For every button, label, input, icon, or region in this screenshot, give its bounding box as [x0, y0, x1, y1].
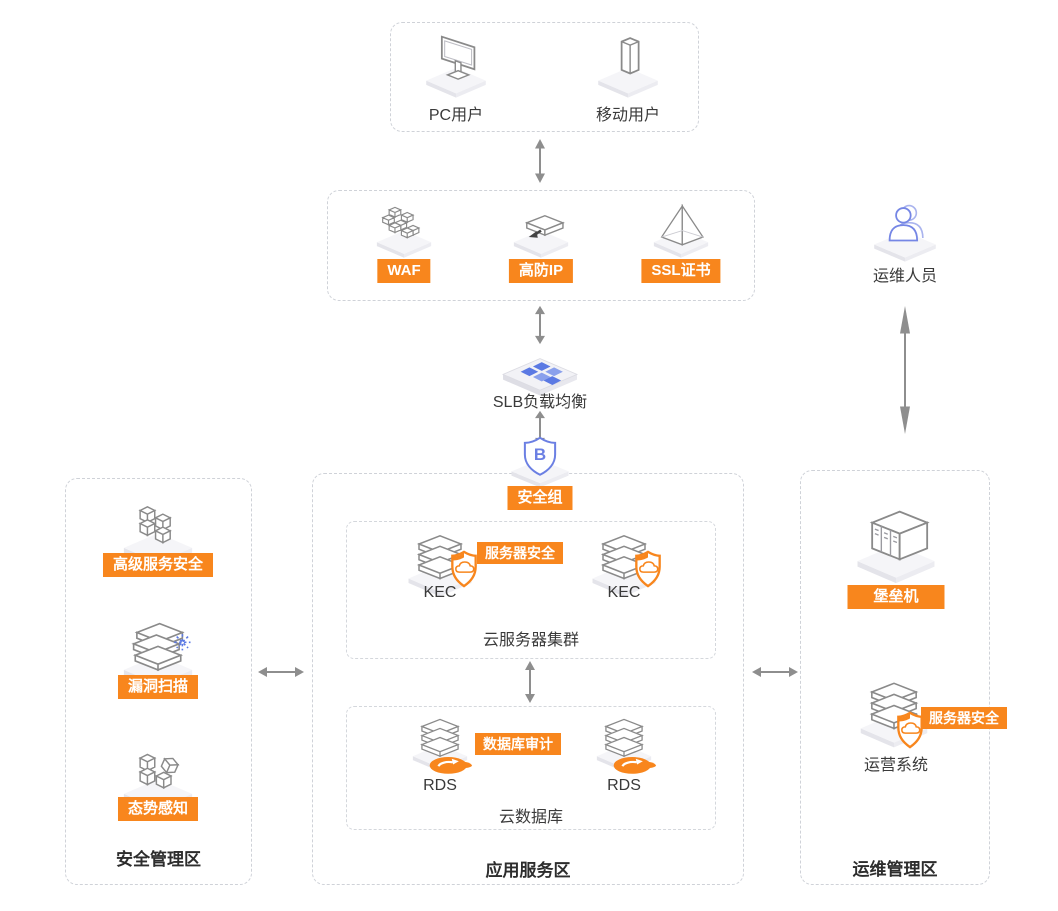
ops-zone-title: 运维管理区: [852, 860, 938, 879]
arrow-person-ops-zone: [897, 303, 913, 437]
arrow-cluster-db: [522, 660, 538, 704]
security-zone-title: 安全管理区: [116, 850, 201, 869]
server-security-shield-icon: [450, 548, 478, 590]
ops-zone: 堡垒机 服务器安全 运营系统 运维管理区: [800, 470, 1007, 885]
svg-text:B: B: [534, 445, 546, 464]
mobile-phone-icon: [586, 31, 670, 99]
arrow-app-ops: [751, 664, 799, 680]
security-group-icon-letter: B: [534, 445, 546, 464]
server-security-shield-icon: [634, 548, 662, 590]
pc-user-label: PC用户: [428, 107, 484, 124]
anti-ddos-icon: [499, 197, 583, 259]
server-security-shield-icon: [896, 709, 924, 751]
db-cluster-title: 云数据库: [498, 809, 563, 826]
ssl-cert-icon: [639, 197, 723, 259]
anti-ddos-label: 高防IP: [508, 259, 574, 283]
ops-system-label: 运营系统: [863, 757, 929, 774]
bastion-host-label: 堡垒机: [847, 585, 945, 609]
bastion-host-icon: [850, 497, 942, 585]
vuln-scan-label: 漏洞扫描: [117, 675, 199, 699]
security-zone: 高级服务安全 漏洞扫描 态势感知 安全管理区: [65, 478, 252, 885]
app-zone: 服务器安全 KEC KEC 云服务器集群 数据库审计 RDS RDS 云数据库 …: [312, 473, 744, 885]
ops-person-icon: [863, 204, 947, 264]
slb-label: SLB负载均衡: [492, 394, 588, 411]
arrow-security-app: [257, 664, 305, 680]
security-group-label: 安全组: [507, 486, 573, 510]
advanced-security-label: 高级服务安全: [102, 553, 214, 577]
rds-label: RDS: [423, 777, 457, 794]
ssl-cert-label: SSL证书: [641, 259, 721, 283]
arrow-edge-slb: [532, 305, 548, 345]
pc-icon: [414, 31, 498, 99]
kec-label: KEC: [423, 584, 457, 601]
ops-person-label: 运维人员: [872, 268, 938, 285]
situational-awareness-label: 态势感知: [117, 797, 199, 821]
mobile-user-label: 移动用户: [595, 107, 661, 124]
rds-label: RDS: [607, 777, 641, 794]
db-audit-badge: 数据库审计: [475, 733, 561, 755]
db-cluster-box: 数据库审计 RDS RDS 云数据库: [346, 706, 716, 830]
server-security-badge: 服务器安全: [477, 542, 563, 564]
waf-icon: [362, 197, 446, 259]
db-audit-disk-icon: [611, 753, 657, 776]
waf-label: WAF: [377, 259, 431, 283]
edge-protection-box: WAF 高防IP SSL证书: [327, 190, 755, 301]
server-cluster-box: 服务器安全 KEC KEC 云服务器集群: [346, 521, 716, 659]
db-audit-disk-icon: [427, 753, 473, 776]
users-box: PC用户 移动用户: [390, 22, 699, 132]
app-zone-title: 应用服务区: [485, 861, 571, 880]
arrow-users-edge: [532, 138, 548, 184]
server-cluster-title: 云服务器集群: [482, 632, 579, 649]
server-security-badge: 服务器安全: [921, 707, 1007, 729]
kec-label: KEC: [607, 584, 641, 601]
